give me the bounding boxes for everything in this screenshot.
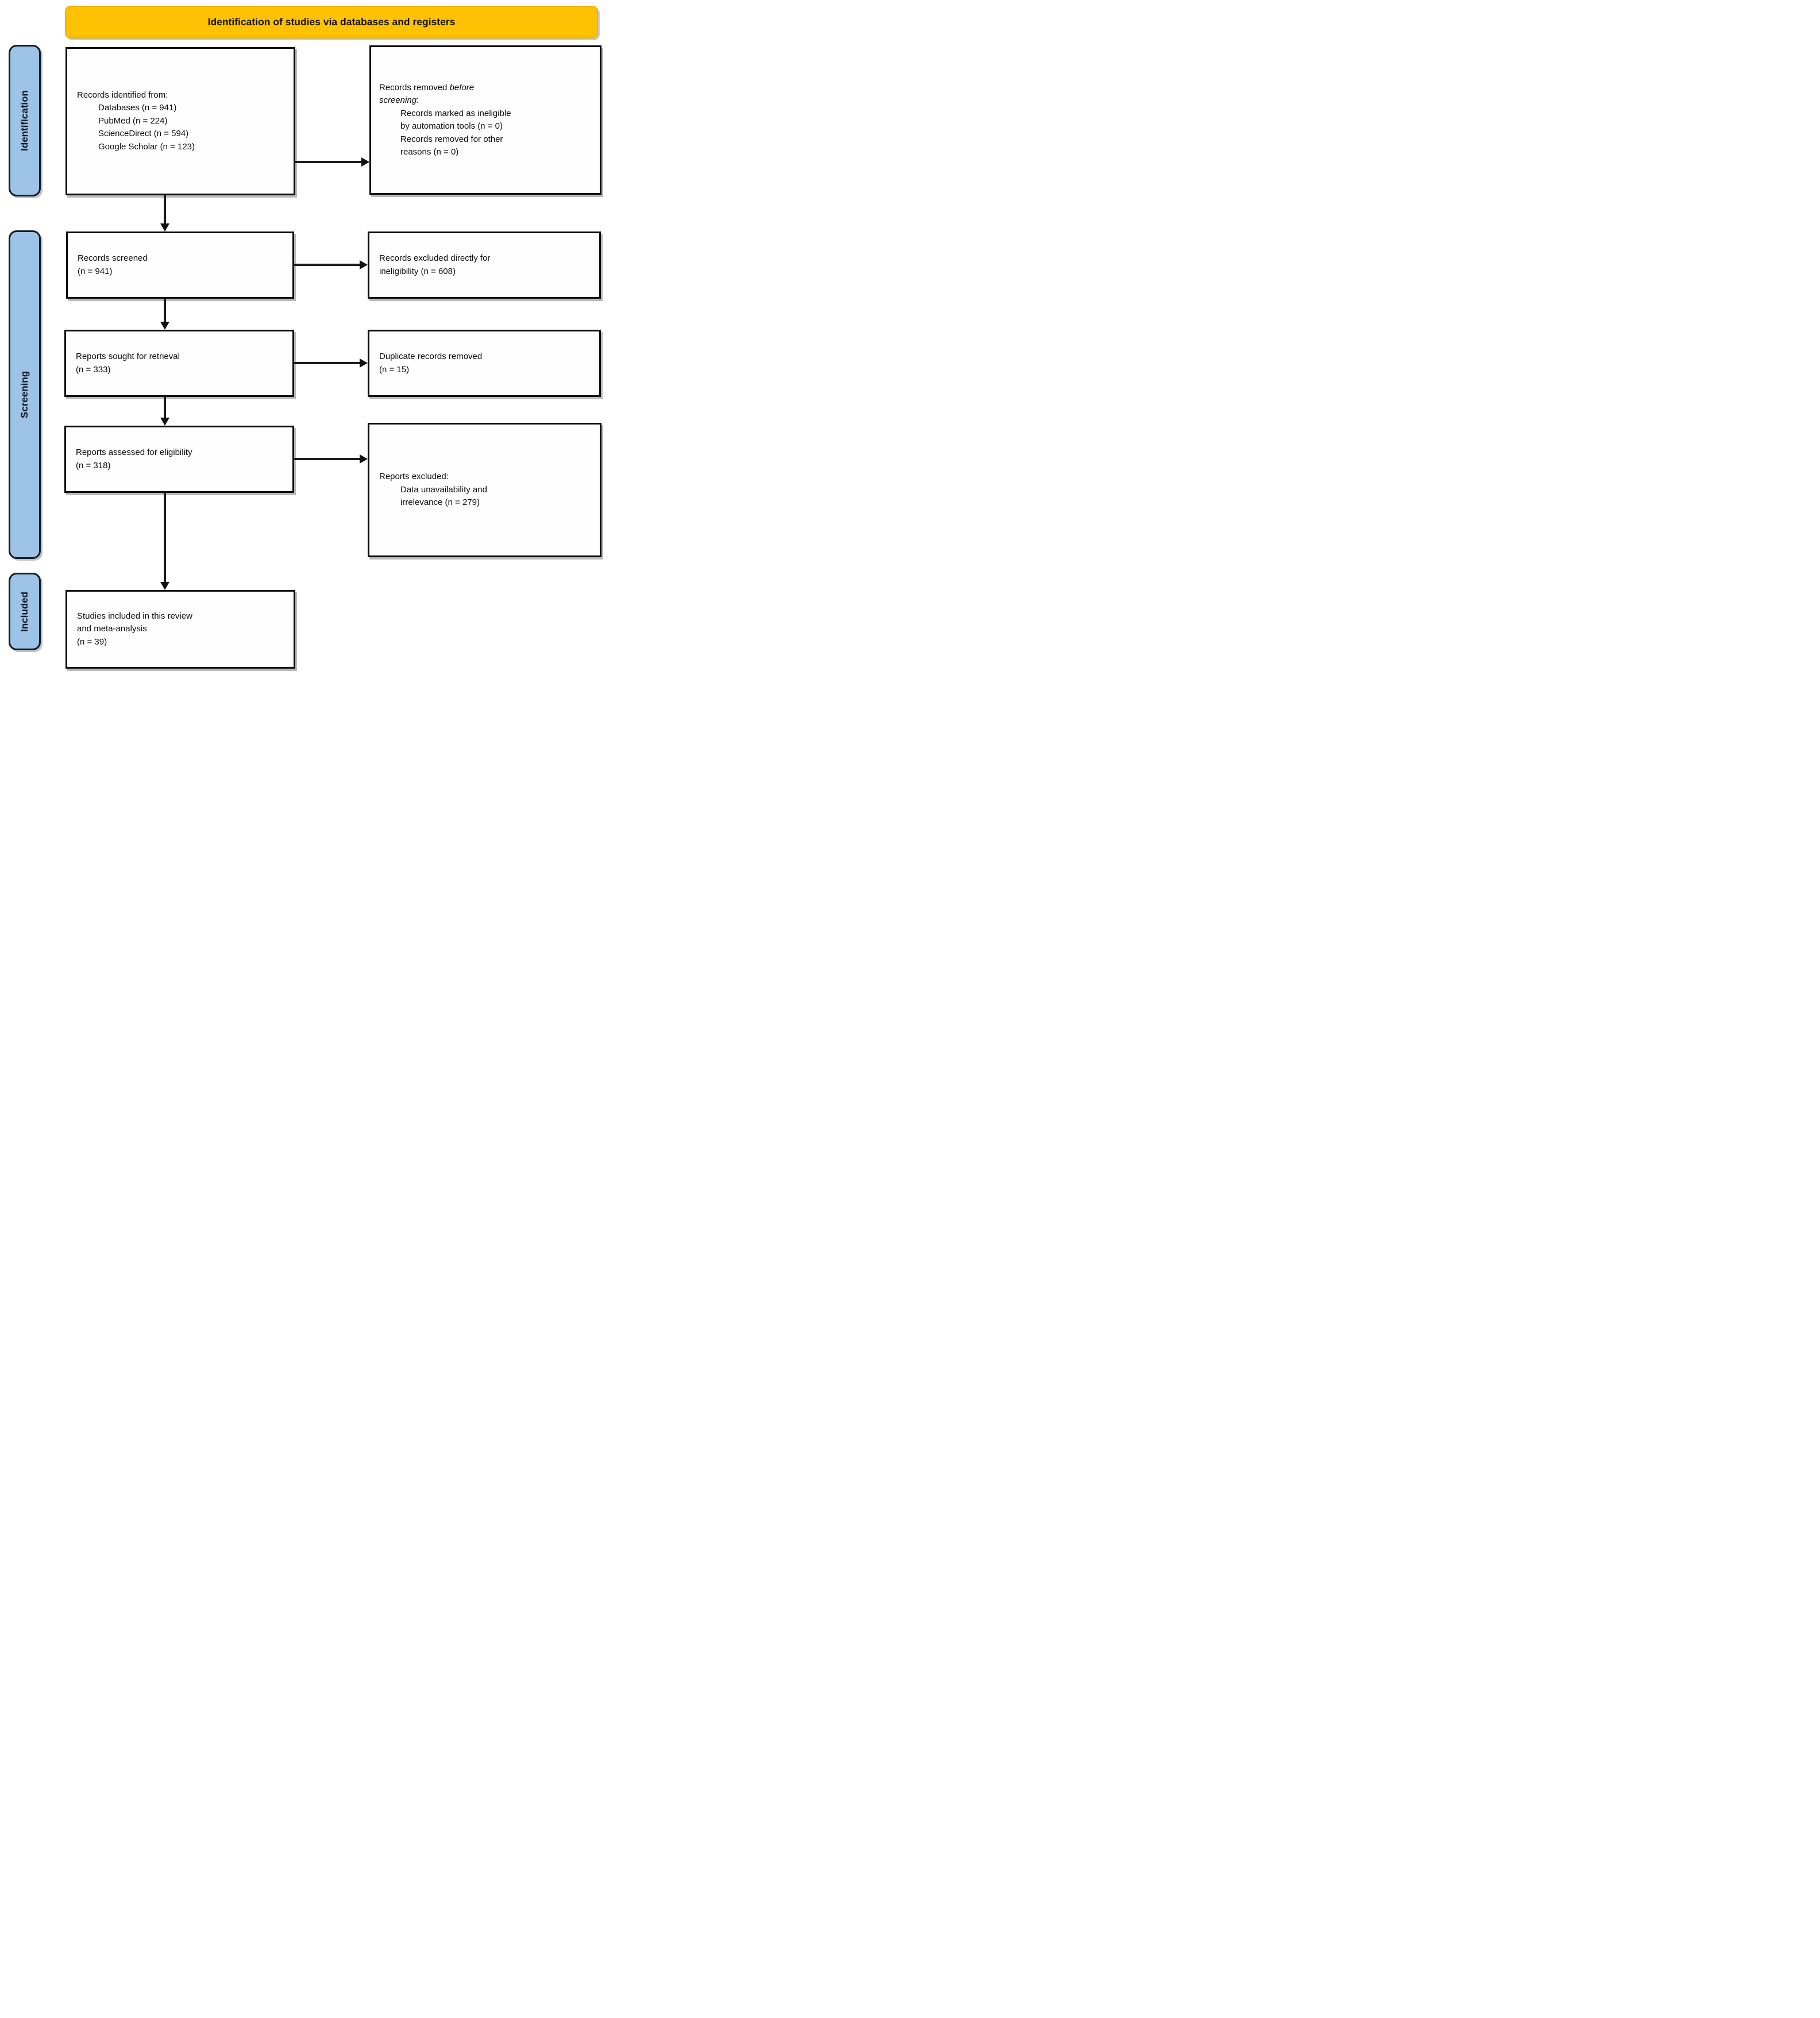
stage-label-included-text: Included bbox=[19, 591, 30, 632]
records-screened-line1: Records screened bbox=[78, 253, 148, 263]
arrow-identified-to-screened-head bbox=[160, 223, 169, 231]
arrow-screened-to-excluded-stem bbox=[294, 264, 360, 266]
arrow-identified-to-removed-head bbox=[361, 157, 369, 167]
records-removed-item-line4: reasons (n = 0) bbox=[400, 147, 459, 157]
records-removed-italic-screening: screening bbox=[379, 95, 417, 105]
stage-label-identification-text: Identification bbox=[19, 90, 30, 151]
arrow-sought-to-duplicates-stem bbox=[294, 362, 360, 364]
records-removed-pre: Records removed bbox=[379, 82, 450, 92]
arrow-screened-to-sought-stem bbox=[164, 299, 166, 322]
records-excluded-line2: ineligibility (n = 608) bbox=[379, 266, 456, 276]
duplicates-removed-line1: Duplicate records removed bbox=[379, 352, 483, 361]
stage-label-identification: Identification bbox=[9, 45, 41, 196]
arrow-screened-to-excluded-head bbox=[360, 260, 368, 269]
stage-label-included: Included bbox=[9, 573, 41, 650]
stage-label-screening-text: Screening bbox=[19, 371, 30, 419]
arrow-assessed-to-excluded-head bbox=[360, 454, 368, 464]
stage-label-screening: Screening bbox=[9, 230, 41, 559]
records-removed-item-line1: Records marked as ineligible bbox=[400, 108, 511, 118]
records-identified-title: Records identified from: bbox=[77, 90, 168, 100]
box-reports-sought: Reports sought for retrieval (n = 333) bbox=[64, 330, 294, 397]
reports-sought-line2: (n = 333) bbox=[76, 364, 111, 375]
banner-identification-of-studies: Identification of studies via databases … bbox=[65, 6, 598, 38]
box-reports-assessed: Reports assessed for eligibility (n = 31… bbox=[64, 426, 294, 493]
box-studies-included: Studies included in this review and meta… bbox=[65, 590, 295, 669]
arrow-assessed-to-excluded-stem bbox=[294, 458, 360, 460]
records-identified-item-databases: Databases (n = 941) bbox=[98, 103, 177, 113]
box-records-screened: Records screened (n = 941) bbox=[66, 231, 294, 299]
records-removed-title-line2: screening: bbox=[379, 94, 419, 107]
records-identified-item-googlescholar: Google Scholar (n = 123) bbox=[98, 141, 195, 152]
studies-included-line2: and meta-analysis bbox=[77, 624, 147, 634]
box-duplicate-records-removed: Duplicate records removed (n = 15) bbox=[368, 330, 601, 397]
arrow-assessed-to-included-stem bbox=[164, 493, 166, 582]
box-records-excluded: Records excluded directly for ineligibil… bbox=[368, 231, 601, 299]
records-screened-line2: (n = 941) bbox=[78, 266, 113, 276]
arrow-sought-to-assessed-stem bbox=[164, 397, 166, 418]
arrow-sought-to-assessed-head bbox=[160, 418, 169, 426]
records-removed-item-line2: by automation tools (n = 0) bbox=[400, 121, 503, 131]
arrow-assessed-to-included-head bbox=[160, 582, 169, 590]
records-removed-title-line1: Records removed before bbox=[379, 82, 474, 95]
arrow-sought-to-duplicates-head bbox=[360, 358, 368, 368]
duplicates-removed-line2: (n = 15) bbox=[379, 364, 410, 375]
reports-sought-line1: Reports sought for retrieval bbox=[76, 352, 180, 361]
studies-included-line3: (n = 39) bbox=[77, 636, 107, 647]
records-removed-italic-before: before bbox=[449, 82, 475, 92]
records-identified-item-sciencedirect: ScienceDirect (n = 594) bbox=[98, 129, 189, 139]
prisma-flow-diagram: Identification of studies via databases … bbox=[0, 0, 607, 673]
records-excluded-line1: Records excluded directly for bbox=[379, 253, 491, 263]
arrow-identified-to-screened-stem bbox=[164, 195, 166, 224]
reports-excluded-item-line2: irrelevance (n = 279) bbox=[400, 497, 480, 508]
reports-excluded-item-line1: Data unavailability and bbox=[400, 484, 487, 495]
banner-title: Identification of studies via databases … bbox=[207, 16, 456, 28]
box-reports-excluded: Reports excluded: Data unavailability an… bbox=[368, 423, 601, 557]
arrow-identified-to-removed-stem bbox=[295, 161, 362, 163]
box-records-removed-before-screening: Records removed before screening: Record… bbox=[369, 45, 601, 195]
records-identified-item-pubmed: PubMed (n = 224) bbox=[98, 115, 168, 126]
box-records-identified: Records identified from: Databases (n = … bbox=[65, 47, 295, 195]
studies-included-line1: Studies included in this review bbox=[77, 611, 192, 621]
arrow-screened-to-sought-head bbox=[160, 322, 169, 330]
reports-assessed-line1: Reports assessed for eligibility bbox=[76, 447, 192, 457]
records-removed-item-line3: Records removed for other bbox=[400, 134, 503, 144]
reports-assessed-line2: (n = 318) bbox=[76, 460, 111, 470]
reports-excluded-title: Reports excluded: bbox=[379, 472, 449, 482]
records-removed-colon: : bbox=[417, 95, 419, 105]
